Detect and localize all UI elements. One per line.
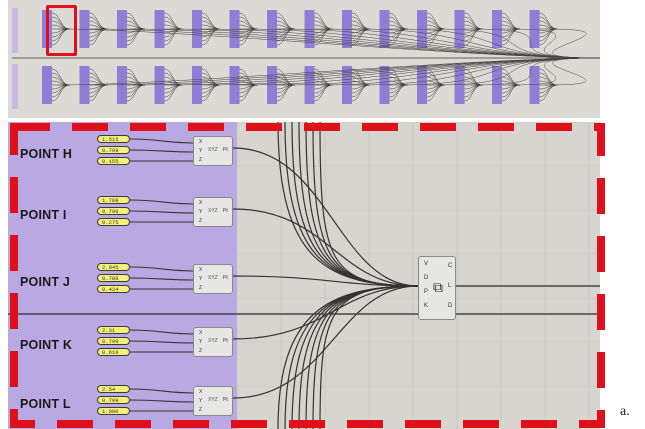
point-label: POINT H <box>20 147 73 161</box>
number-slider[interactable]: 0.788 <box>97 274 130 282</box>
component-input: Y <box>199 339 203 345</box>
component-input: X <box>199 389 203 395</box>
component-output: Pt <box>223 397 228 403</box>
curve-input-d: D <box>424 275 429 281</box>
component-input: Z <box>199 218 203 224</box>
component-input: Y <box>199 276 203 282</box>
curve-component[interactable]: V D P K ⧉ C L D <box>418 256 456 320</box>
number-slider[interactable]: 0.799 <box>97 337 130 345</box>
curve-output-d: D <box>448 303 453 309</box>
curve-input-k: K <box>424 303 429 309</box>
number-slider[interactable]: 1.515 <box>97 135 130 143</box>
number-slider[interactable]: 2.045 <box>97 263 130 271</box>
number-slider[interactable]: 0.155 <box>97 157 130 165</box>
curve-input-p: P <box>424 289 429 295</box>
component-input: Z <box>199 285 203 291</box>
component-core: XYZ <box>208 208 218 214</box>
component-core: XYZ <box>208 397 218 403</box>
component-input: X <box>199 267 203 273</box>
point-label: POINT K <box>20 338 73 352</box>
curve-input-v: V <box>424 261 429 267</box>
component-input: Z <box>199 157 203 163</box>
component-output: Pt <box>223 275 228 281</box>
curve-output-c: C <box>448 263 453 269</box>
number-slider[interactable]: 0.799 <box>97 207 130 215</box>
number-slider[interactable]: 0.275 <box>97 218 130 226</box>
number-slider[interactable]: 0.424 <box>97 285 130 293</box>
component-output: Pt <box>223 208 228 214</box>
number-slider[interactable]: 1.788 <box>97 196 130 204</box>
component-output: Pt <box>223 338 228 344</box>
component-input: Y <box>199 209 203 215</box>
number-slider[interactable]: 0.799 <box>97 146 130 154</box>
component-output: Pt <box>223 147 228 153</box>
component-input: X <box>199 330 203 336</box>
point-label: POINT I <box>20 208 67 222</box>
number-slider[interactable]: 2.54 <box>97 385 130 393</box>
definition-overview <box>8 0 600 118</box>
curve-icon: ⧉ <box>433 279 443 295</box>
number-slider[interactable]: 0.799 <box>97 396 130 404</box>
number-slider[interactable]: 0.610 <box>97 348 130 356</box>
point-label: POINT J <box>20 275 71 289</box>
curve-output-l: L <box>448 283 452 289</box>
component-input: X <box>199 200 203 206</box>
number-slider[interactable]: 2.31 <box>97 326 130 334</box>
figure-caption: a. <box>620 404 630 419</box>
component-input: Z <box>199 407 203 413</box>
component-core: XYZ <box>208 147 218 153</box>
component-input: Z <box>199 348 203 354</box>
point-label: POINT L <box>20 397 71 411</box>
component-input: Y <box>199 398 203 404</box>
component-core: XYZ <box>208 338 218 344</box>
component-input: Y <box>199 148 203 154</box>
highlight-box <box>46 5 77 56</box>
number-slider[interactable]: 1.000 <box>97 407 130 415</box>
overview-wires <box>12 8 600 109</box>
component-input: X <box>199 139 203 145</box>
component-core: XYZ <box>208 275 218 281</box>
